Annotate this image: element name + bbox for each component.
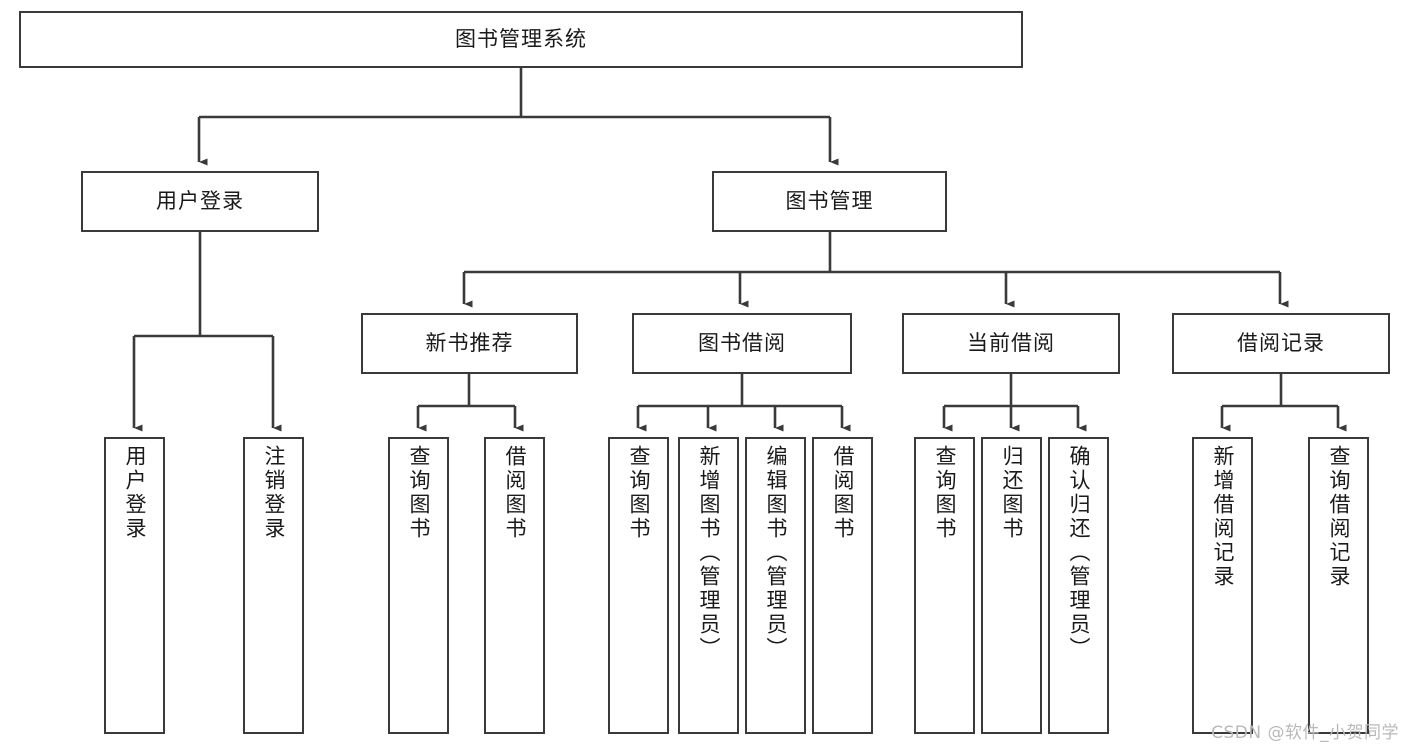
leaf-borrow-book-new[interactable]: 借阅图书 <box>484 437 545 734</box>
node-label: 用户登录 <box>156 189 244 213</box>
node-new-book-recommend[interactable]: 新书推荐 <box>361 313 578 374</box>
node-root-system[interactable]: 图书管理系统 <box>19 11 1023 68</box>
node-label: 查询图书 <box>627 445 651 541</box>
node-label: 借阅图书 <box>831 445 855 541</box>
leaf-add-borrow-record[interactable]: 新增借阅记录 <box>1192 437 1253 734</box>
leaf-query-borrow-record[interactable]: 查询借阅记录 <box>1308 437 1369 734</box>
node-borrow-record[interactable]: 借阅记录 <box>1172 313 1390 374</box>
node-book-management[interactable]: 图书管理 <box>712 171 947 232</box>
node-label: 当前借阅 <box>967 331 1055 355</box>
node-label: 查询图书 <box>933 445 957 541</box>
node-current-borrow[interactable]: 当前借阅 <box>902 313 1120 374</box>
node-label: 新增图书（管理员） <box>697 445 721 661</box>
node-label: 借阅记录 <box>1237 331 1325 355</box>
node-label: 确认归还（管理员） <box>1067 445 1091 661</box>
node-label: 查询图书 <box>407 445 431 541</box>
node-label: 查询借阅记录 <box>1327 445 1351 589</box>
node-label: 新增借阅记录 <box>1211 445 1235 589</box>
leaf-user-login[interactable]: 用户登录 <box>104 437 165 734</box>
node-label: 用户登录 <box>123 445 147 541</box>
leaf-return-book[interactable]: 归还图书 <box>981 437 1042 734</box>
leaf-borrow-book[interactable]: 借阅图书 <box>812 437 873 734</box>
node-label: 图书管理系统 <box>455 27 587 51</box>
node-label: 图书借阅 <box>698 331 786 355</box>
node-label: 新书推荐 <box>425 331 514 355</box>
leaf-confirm-return-admin[interactable]: 确认归还（管理员） <box>1048 437 1109 734</box>
node-label: 编辑图书（管理员） <box>764 445 788 661</box>
node-label: 图书管理 <box>785 189 874 213</box>
node-label: 借阅图书 <box>503 445 527 541</box>
leaf-query-book-new[interactable]: 查询图书 <box>388 437 449 734</box>
leaf-user-logout[interactable]: 注销登录 <box>243 437 304 734</box>
node-label: 注销登录 <box>262 445 286 541</box>
leaf-add-book-admin[interactable]: 新增图书（管理员） <box>678 437 739 734</box>
node-book-borrow[interactable]: 图书借阅 <box>632 313 852 374</box>
leaf-edit-book-admin[interactable]: 编辑图书（管理员） <box>745 437 806 734</box>
node-label: 归还图书 <box>1000 445 1024 541</box>
leaf-query-book-current[interactable]: 查询图书 <box>914 437 975 734</box>
leaf-query-book-borrow[interactable]: 查询图书 <box>608 437 669 734</box>
node-user-login[interactable]: 用户登录 <box>81 171 319 232</box>
